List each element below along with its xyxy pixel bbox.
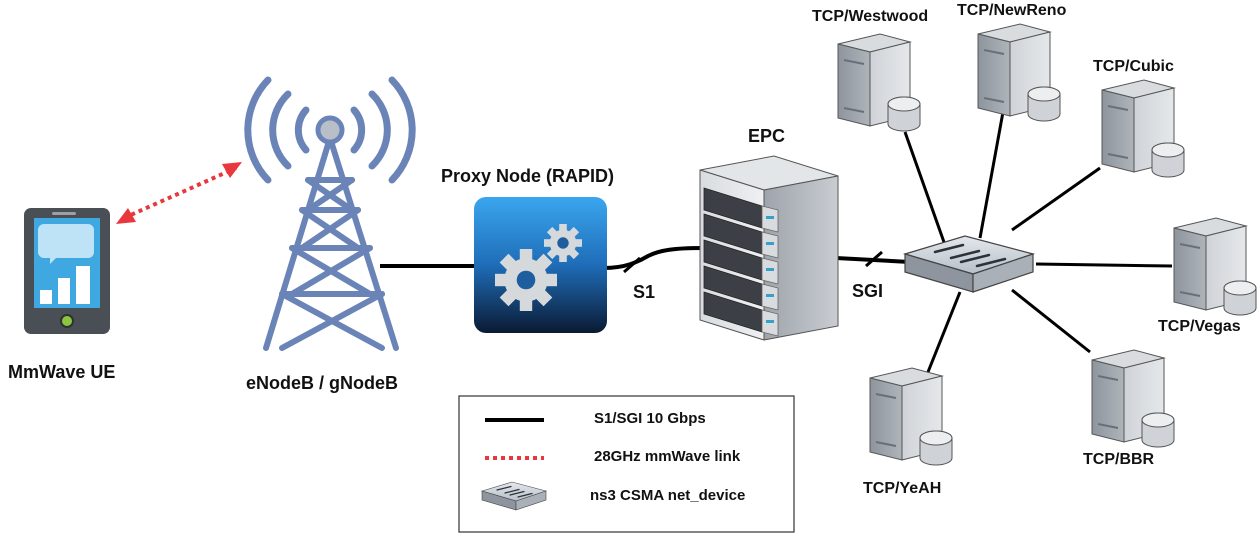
legend: S1/SGI 10 Gbps 28GHz mmWave link ns3 CSM… (458, 395, 795, 533)
legend-solid-label: S1/SGI 10 Gbps (594, 410, 706, 427)
server-cubic-icon (1101, 79, 1185, 178)
mmwave-link (123, 166, 237, 220)
link-switch-bbr (1011, 288, 1091, 354)
mmwave-arrow-left (116, 208, 136, 224)
links (116, 111, 1173, 373)
server-bbr-label: TCP/BBR (1083, 451, 1155, 468)
server-newreno-label: TCP/NewReno (957, 2, 1067, 19)
link-switch-vegas (1035, 262, 1173, 268)
server-vegas-icon (1173, 217, 1257, 316)
server-cubic-label: TCP/Cubic (1093, 58, 1174, 75)
server-bbr-icon (1091, 349, 1175, 448)
csma-switch-icon (903, 234, 1035, 294)
epc-label: EPC (748, 126, 785, 146)
mmwave-arrow-right (222, 162, 242, 178)
link-switch-westwood (903, 131, 947, 246)
server-vegas-label: TCP/Vegas (1158, 318, 1241, 335)
legend-dotted-label: 28GHz mmWave link (594, 448, 741, 465)
proxy-label: Proxy Node (RAPID) (441, 166, 614, 186)
enb-tower-icon (244, 76, 416, 351)
enb-label: eNodeB / gNodeB (246, 373, 398, 393)
mmwave-ue-phone-icon (24, 208, 110, 334)
server-westwood-icon (837, 33, 921, 132)
link-switch-cubic (1011, 166, 1101, 232)
link-switch-yeah (926, 291, 962, 373)
proxy-node-gears-icon (474, 197, 607, 333)
server-yeah-icon (869, 367, 953, 466)
link-switch-newreno (978, 111, 1005, 239)
s1-hash-mark (623, 256, 641, 274)
ue-label: MmWave UE (8, 362, 115, 382)
server-newreno-icon (977, 23, 1061, 122)
legend-device-label: ns3 CSMA net_device (590, 487, 745, 504)
server-yeah-label: TCP/YeAH (863, 480, 941, 497)
server-westwood-label: TCP/Westwood (812, 8, 928, 25)
epc-server-rack-icon (699, 155, 839, 341)
sgi-hash-mark (865, 250, 883, 268)
s1-label: S1 (633, 282, 655, 302)
link-s1 (603, 246, 703, 270)
sgi-label: SGI (852, 281, 883, 301)
